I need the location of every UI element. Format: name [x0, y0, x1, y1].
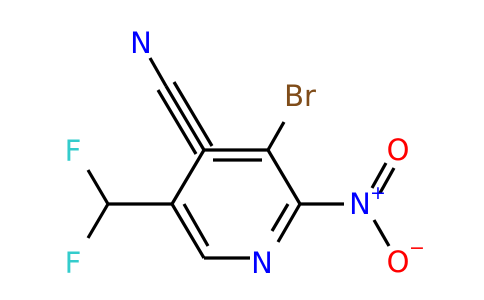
ring-bond-c5-c4 [170, 149, 206, 205]
nitro-o-double-bond-a [370, 162, 388, 189]
fluorine-bottom-label: F [65, 246, 82, 280]
ring-bond-c6-c5-inner [182, 203, 210, 247]
cyano-n-label: N [130, 26, 152, 60]
nitro-o-single-label: O [387, 245, 410, 279]
ring-bond-c3-c2 [266, 149, 302, 205]
ring-bond-c6-c5 [170, 203, 206, 259]
ring-bond-c2-ring-n-inner [270, 203, 290, 232]
ring-n-label: N [251, 246, 273, 280]
cyano-bond-2 [156, 89, 198, 155]
nitro-o-single-bond [372, 219, 391, 247]
nitro-o-single-charge: − [409, 237, 425, 259]
fluorine-top-label: F [65, 134, 82, 168]
nitro-o-double-label: O [387, 133, 410, 167]
bromine-bond [266, 121, 286, 151]
nitro-n-charge: + [370, 182, 386, 204]
cyano-bond-terminal [148, 57, 168, 87]
cf2h-fluorine-top-bond [86, 169, 110, 205]
nitro-o-double-bond-b [378, 167, 396, 194]
cf2h-fluorine-bottom-bond [86, 203, 110, 239]
bromine-label: Br [284, 79, 316, 113]
cyano-bond-3 [172, 81, 214, 147]
nitro-n-label: N [349, 187, 371, 221]
ring-bond-c2-ring-n [276, 203, 302, 243]
cyano-bond-1 [164, 85, 206, 151]
